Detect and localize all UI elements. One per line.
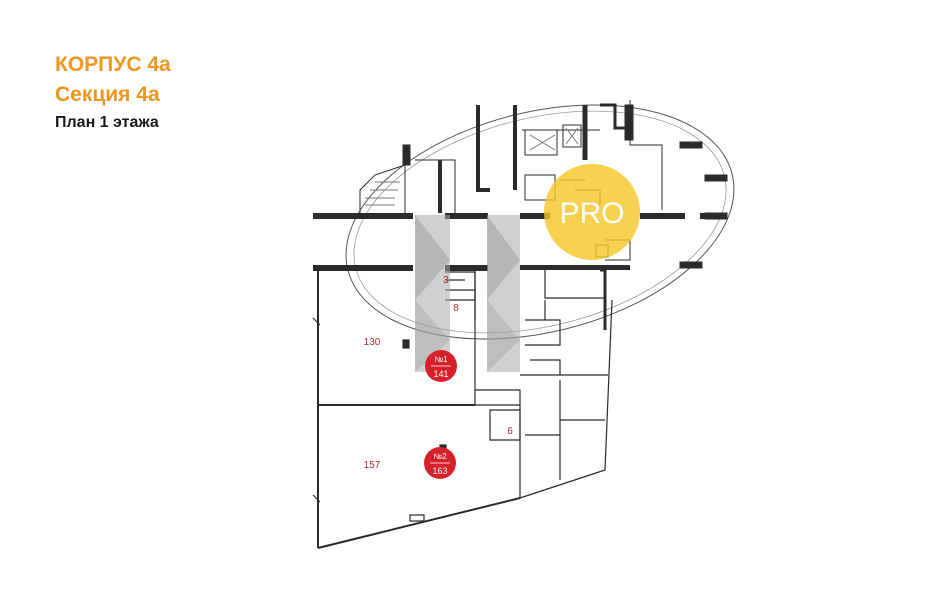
room-label-3: 3: [443, 275, 449, 286]
unit-badge-1[interactable]: №1 141: [425, 350, 457, 382]
unit-badge-2-area: 163: [432, 466, 447, 476]
room-label-130: 130: [364, 337, 381, 348]
pro-watermark: PRO: [544, 164, 640, 260]
section-title: Секция 4а: [55, 83, 160, 106]
lower-unit-walls: [312, 268, 613, 549]
unit-badge-1-number: №1: [434, 355, 448, 364]
room-label-6: 6: [507, 426, 513, 437]
building-outline: [345, 104, 735, 340]
room-label-8: 8: [453, 303, 459, 314]
unit-badge-1-area: 141: [433, 369, 448, 379]
room-labels: 130 157 3 8 6: [364, 275, 514, 471]
plan-header: КОРПУС 4а Секция 4а План 1 этажа: [55, 50, 171, 134]
unit-badge-2-number: №2: [433, 452, 447, 461]
building-title: КОРПУС 4а: [55, 53, 171, 76]
pro-watermark-text: PRO: [559, 197, 624, 230]
shaft-overlays: [415, 215, 520, 372]
room-label-157: 157: [364, 460, 381, 471]
unit-badge-2[interactable]: №2 163: [424, 447, 456, 479]
floor-plan-title: План 1 этажа: [55, 114, 159, 131]
